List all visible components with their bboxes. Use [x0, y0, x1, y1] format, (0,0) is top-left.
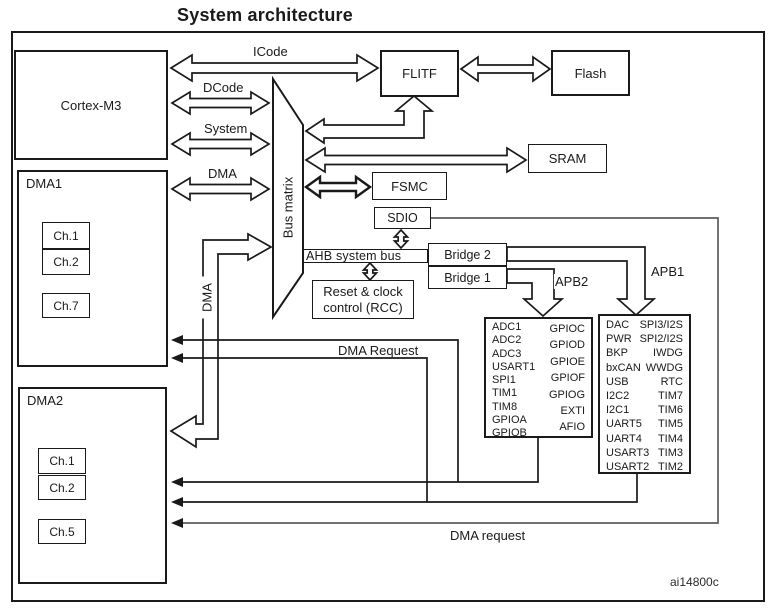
system-arrow [170, 131, 271, 157]
apb2-dma-request-line [175, 339, 539, 483]
flitf-block: FLITF [380, 50, 459, 97]
sram-arrow [304, 146, 528, 174]
flitf-flash-arrow [459, 55, 552, 83]
ahb-system-bus: AHB system bus [303, 249, 428, 263]
flash-block: Flash [551, 50, 630, 96]
dma1-arrow [170, 176, 271, 202]
fsmc-arrow [303, 174, 373, 200]
dma2-channel-5: Ch.5 [38, 519, 86, 544]
dma1-channel-1: Ch.1 [42, 222, 90, 249]
icode-label: ICode [253, 44, 288, 59]
bridge2-block: Bridge 2 [428, 243, 507, 266]
apb1-dma-request-line [175, 357, 638, 503]
bridge1-block: Bridge 1 [428, 266, 507, 289]
rcc-block: Reset & clock control (RCC) [312, 280, 414, 319]
dma-request-arrowheads [171, 335, 183, 528]
bus-matrix-label: Bus matrix [280, 176, 296, 239]
system-label: System [204, 121, 248, 136]
dma1-label: DMA1 [26, 176, 63, 191]
icode-arrow [169, 53, 380, 83]
sdio-dma-request-line [175, 217, 719, 524]
dma2-channel-1: Ch.1 [38, 448, 86, 474]
dcode-arrow [170, 90, 271, 116]
dma2-bus-label: DMA [199, 276, 215, 319]
fsmc-block: FSMC [372, 172, 447, 200]
sdio-ahb-arrow [392, 228, 410, 250]
dma1-channel-2: Ch.2 [42, 249, 90, 275]
dma1-bus-label: DMA [208, 166, 237, 181]
sdio-block: SDIO [374, 207, 431, 229]
dma2-busmatrix-arrow [169, 232, 273, 449]
dma1-channel-7: Ch.7 [42, 293, 90, 318]
dma2-channel-2: Ch.2 [38, 475, 86, 500]
dma-request-lower-label: DMA request [450, 528, 526, 543]
dma1-block: DMA1 [17, 170, 168, 367]
dma-request-upper-label: DMA Request [338, 343, 419, 358]
page-title: System architecture [177, 5, 353, 25]
apb1-bridge-arrow [506, 246, 657, 317]
bus-matrix-shape [272, 75, 304, 321]
apb2-label: APB2 [554, 274, 590, 289]
apb1-label: APB1 [650, 264, 686, 279]
dma2-label: DMA2 [27, 393, 64, 408]
dcode-label: DCode [203, 80, 244, 95]
diagram-frame [11, 31, 765, 602]
cortex-m3-label: Cortex-M3 [60, 97, 122, 113]
cortex-m3-block: Cortex-M3 [14, 50, 168, 160]
figure-id: ai14800c [670, 575, 719, 589]
sram-block: SRAM [528, 144, 607, 173]
